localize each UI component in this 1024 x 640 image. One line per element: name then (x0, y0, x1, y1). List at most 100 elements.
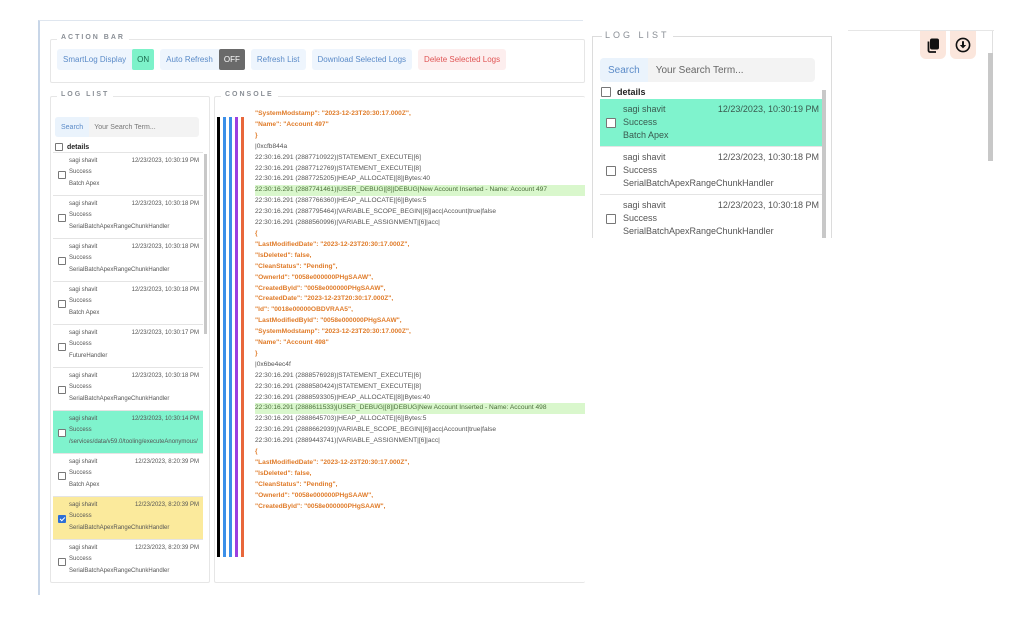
log-list-scrollbar[interactable] (204, 154, 207, 334)
console-line: 22:30:16.291 (2888580424)|STATEMENT_EXEC… (255, 382, 421, 390)
zoomed-list-scrollbar[interactable] (822, 90, 826, 238)
log-status: Success (69, 384, 92, 390)
log-list-item[interactable]: sagi shavit 12/23/2023, 10:30:18 PM Succ… (53, 195, 203, 238)
refresh-list-button[interactable]: Refresh List (250, 49, 306, 70)
row-checkbox[interactable] (58, 171, 66, 179)
divider (992, 31, 993, 53)
log-time: 12/23/2023, 10:30:18 PM (717, 152, 819, 162)
copy-button[interactable] (920, 31, 946, 59)
log-user: sagi shavit (69, 545, 98, 551)
console-indent-bars (217, 117, 244, 557)
row-checkbox[interactable] (58, 300, 66, 308)
row-checkbox[interactable] (58, 386, 66, 394)
zoomed-list-item[interactable]: sagi shavit 12/23/2023, 10:30:18 PM Succ… (600, 195, 825, 238)
smartlog-display-toggle[interactable]: SmartLog Display ON (57, 49, 155, 70)
row-checkbox-checked[interactable] (58, 515, 66, 523)
row-checkbox[interactable] (606, 214, 616, 224)
log-list-item[interactable]: sagi shavit 12/23/2023, 8:20:39 PM Succe… (53, 453, 203, 496)
log-list-item[interactable]: sagi shavit 12/23/2023, 8:20:39 PM Succe… (53, 539, 203, 582)
log-list-item[interactable]: sagi shavit 12/23/2023, 10:30:18 PM Succ… (53, 238, 203, 281)
console-line: 22:30:16.291 (2887712769)|STATEMENT_EXEC… (255, 164, 421, 172)
details-header-label: details (67, 143, 90, 151)
auto-refresh-state[interactable]: OFF (218, 49, 245, 70)
log-time: 12/23/2023, 10:30:18 PM (131, 287, 199, 293)
log-operation: SerialBatchApexRangeChunkHandler (69, 224, 170, 230)
log-list-item[interactable]: sagi shavit 12/23/2023, 10:30:17 PM Succ… (53, 324, 203, 367)
console-line: "OwnerId": "0058e000000PHgSAAW", (255, 491, 374, 499)
log-list: sagi shavit 12/23/2023, 10:30:19 PM Succ… (53, 152, 203, 582)
zoomed-select-all-checkbox[interactable] (601, 87, 611, 97)
log-user: sagi shavit (69, 244, 98, 250)
auto-refresh-toggle[interactable]: Auto Refresh OFF (160, 49, 245, 70)
indent-bar (241, 117, 244, 557)
log-list-item[interactable]: sagi shavit 12/23/2023, 10:30:19 PM Succ… (53, 152, 203, 195)
zoomed-list-item-active[interactable]: sagi shavit 12/23/2023, 10:30:19 PM Succ… (600, 99, 825, 147)
console-line: |0xcfb844a (255, 142, 288, 150)
log-user: sagi shavit (69, 459, 98, 465)
console-line: "Id": "0018e00000OBDVRAA5", (255, 306, 353, 314)
console-line: 22:30:16.291 (2888611533)|USER_DEBUG|[8]… (255, 403, 585, 415)
log-status: Success (69, 298, 92, 304)
log-list-item-active[interactable]: sagi shavit 12/23/2023, 10:30:14 PM Succ… (53, 410, 203, 453)
zoomed-search-bar[interactable]: Search Your Search Term... (600, 58, 815, 82)
zoomed-search-input[interactable]: Your Search Term... (655, 64, 744, 76)
row-checkbox[interactable] (58, 214, 66, 222)
console-line: "Name": "Account 498" (255, 339, 329, 347)
log-list-item[interactable]: sagi shavit 12/23/2023, 10:30:18 PM Succ… (53, 367, 203, 410)
download-selected-logs-button[interactable]: Download Selected Logs (311, 49, 413, 70)
delete-selected-logs-button[interactable]: Delete Selected Logs (418, 49, 507, 70)
console-line: "LastModifiedDate": "2023-12-23T20:30:17… (255, 459, 410, 466)
log-list-item-selected[interactable]: sagi shavit 12/23/2023, 8:20:39 PM Succe… (53, 496, 203, 539)
console-line: 22:30:16.291 (2887766360)|HEAP_ALLOCATE|… (255, 197, 427, 205)
row-checkbox[interactable] (58, 257, 66, 265)
console-line: 22:30:16.291 (2888560996)|VARIABLE_ASSIG… (255, 219, 440, 227)
log-time: 12/23/2023, 10:30:19 PM (131, 158, 199, 164)
console-line: 22:30:16.291 (2888645703)|HEAP_ALLOCATE|… (255, 415, 427, 423)
console-line: "SystemModstamp": "2023-12-23T20:30:17.0… (255, 328, 411, 336)
log-user: sagi shavit (69, 373, 98, 379)
row-checkbox[interactable] (58, 343, 66, 351)
app-screenshot: ACTION BAR SmartLog Display ON Auto Refr… (38, 20, 585, 595)
search-input[interactable]: Your Search Term... (94, 123, 156, 131)
row-checkbox[interactable] (58, 429, 66, 437)
indent-bar (229, 117, 232, 557)
log-user: sagi shavit (623, 152, 666, 162)
console-line: 22:30:16.291 (2888662939)|VARIABLE_SCOPE… (255, 426, 497, 434)
log-time: 12/23/2023, 10:30:18 PM (131, 244, 199, 250)
console-line: "CreatedDate": "2023-12-23T20:30:17.000Z… (255, 295, 394, 303)
row-checkbox[interactable] (58, 472, 66, 480)
row-checkbox[interactable] (606, 166, 616, 176)
select-all-checkbox[interactable] (55, 143, 63, 151)
console-line: "LastModifiedById": "0058e000000PHgSAAW"… (255, 317, 402, 325)
log-time: 12/23/2023, 10:30:14 PM (131, 416, 199, 422)
search-label: Search (55, 117, 90, 137)
console-scrollbar[interactable] (988, 53, 993, 161)
console-line: "CreatedById": "0058e000000PHgSAAW", (255, 284, 386, 292)
search-bar[interactable]: Search Your Search Term... (55, 117, 199, 137)
zoomed-details-label: details (617, 87, 646, 97)
log-time: 12/23/2023, 10:30:18 PM (717, 200, 819, 210)
zoomed-log-list: LOG LIST Search Your Search Term... deta… (592, 30, 832, 238)
log-operation: SerialBatchApexRangeChunkHandler (69, 396, 170, 402)
log-user: sagi shavit (69, 330, 98, 336)
log-operation: Batch Apex (623, 130, 669, 140)
log-operation: SerialBatchApexRangeChunkHandler (69, 525, 170, 531)
indent-bar (217, 117, 220, 557)
console-line: 22:30:16.291 (2887795464)|VARIABLE_SCOPE… (255, 208, 497, 216)
log-status: Success (69, 255, 92, 261)
console-line: "SystemModstamp": "2023-12-23T20:30:17.0… (255, 110, 411, 117)
console-output[interactable]: "SystemModstamp": "2023-12-23T20:30:17.0… (255, 109, 585, 559)
zoomed-list-item[interactable]: sagi shavit 12/23/2023, 10:30:18 PM Succ… (600, 147, 825, 195)
row-checkbox[interactable] (606, 118, 616, 128)
auto-refresh-label: Auto Refresh (166, 55, 213, 64)
console-line: 22:30:16.291 (2888593305)|HEAP_ALLOCATE|… (255, 393, 431, 401)
log-list-item[interactable]: sagi shavit 12/23/2023, 10:30:18 PM Succ… (53, 281, 203, 324)
console-line: { (255, 229, 258, 237)
zoomed-details-header: details (601, 87, 646, 97)
smartlog-state[interactable]: ON (132, 49, 155, 70)
row-checkbox[interactable] (58, 558, 66, 566)
download-circle-icon (955, 37, 971, 53)
indent-bar (235, 117, 238, 557)
log-operation: SerialBatchApexRangeChunkHandler (69, 267, 170, 273)
download-button[interactable] (950, 31, 976, 59)
